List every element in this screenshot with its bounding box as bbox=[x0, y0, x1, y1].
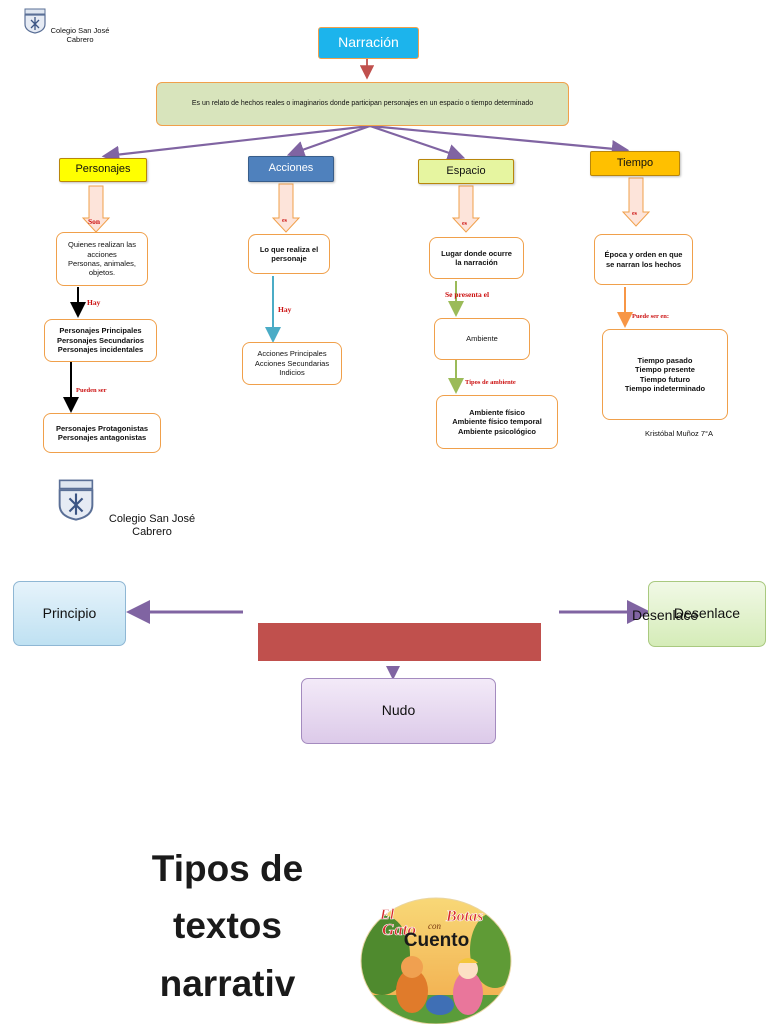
book-label: Cuento bbox=[403, 930, 470, 951]
cuento-book-image: El Gato con Botas bbox=[360, 897, 512, 1024]
category-acciones: Acciones bbox=[248, 156, 334, 182]
school-name-line1: Colegio San José bbox=[108, 513, 196, 525]
link-label-personajes-1: Hay bbox=[87, 298, 101, 307]
types-personajes: Personajes Principales Personajes Secund… bbox=[44, 319, 157, 362]
link-label-espacio-2: Tipos de ambiente bbox=[465, 379, 516, 386]
nudo-box: Nudo bbox=[301, 678, 496, 744]
center-red-bar bbox=[258, 623, 541, 661]
book-title-word-4: Botas bbox=[445, 908, 483, 925]
school-crest-icon bbox=[24, 8, 46, 34]
block-arrow-espacio bbox=[451, 185, 481, 233]
branch-arrow-tiempo bbox=[369, 124, 630, 158]
desc-personajes: Quienes realizan las acciones Personas, … bbox=[56, 232, 148, 286]
author-credit: Kristóbal Muñoz 7°A bbox=[645, 429, 714, 438]
principio-box: Principio bbox=[13, 581, 126, 646]
heading-line-1: Tipos de bbox=[151, 848, 304, 889]
category-espacio: Espacio bbox=[418, 159, 514, 184]
desenlace-overlay-label: Desenlace bbox=[632, 607, 699, 623]
types-acciones: Acciones Principales Acciones Secundaria… bbox=[242, 342, 342, 385]
link-label-personajes-2: Pueden ser bbox=[76, 387, 107, 394]
connector-label-personajes: Son bbox=[88, 217, 101, 226]
block-arrow-acciones bbox=[271, 183, 301, 233]
connector-label-espacio: es bbox=[462, 221, 467, 227]
section-heading: Tipos de textos narrativ bbox=[135, 840, 320, 1012]
heading-line-2: textos bbox=[173, 905, 282, 947]
subtypes-espacio: Ambiente físico Ambiente físico temporal… bbox=[436, 395, 558, 449]
desc-tiempo: Época y orden en que se narran los hecho… bbox=[594, 234, 693, 285]
block-arrow-tiempo bbox=[621, 177, 651, 227]
branch-arrow-espacio bbox=[369, 124, 466, 162]
concept-map-connectors bbox=[63, 59, 651, 413]
types-espacio: Ambiente bbox=[434, 318, 530, 360]
definition-box: Es un relato de hechos reales o imaginar… bbox=[156, 82, 569, 126]
book-title-word-3: con bbox=[428, 921, 441, 931]
category-tiempo: Tiempo bbox=[590, 151, 680, 176]
desc-acciones: Lo que realiza el personaje bbox=[248, 234, 330, 274]
connector-label-acciones: es bbox=[282, 218, 287, 224]
school-crest-icon bbox=[58, 479, 94, 521]
desenlace-box: Desenlace bbox=[648, 581, 766, 647]
school-name-line2: Cabrero bbox=[132, 525, 172, 538]
branch-arrow-personajes bbox=[101, 124, 371, 164]
root-node: Narración bbox=[318, 27, 419, 59]
book-title-word-1: El bbox=[379, 907, 395, 923]
school-name: Colegio San José Cabrero bbox=[100, 513, 204, 538]
connector-label-tiempo: es bbox=[632, 211, 637, 217]
school-name-line1: Colegio San José bbox=[50, 26, 110, 35]
link-label-tiempo-1: Puede ser en: bbox=[632, 313, 670, 320]
subtypes-personajes: Personajes Protagonistas Personajes anta… bbox=[43, 413, 161, 453]
school-name: Colegio San José Cabrero bbox=[50, 26, 110, 44]
link-label-acciones-1: Hay bbox=[278, 305, 292, 314]
school-name-line2: Cabrero bbox=[66, 34, 94, 44]
link-label-espacio-1: Se presenta el bbox=[445, 290, 490, 299]
heading-line-3: narrativ bbox=[159, 962, 296, 1004]
book-title-word-2: Gato bbox=[382, 920, 416, 939]
branch-arrow-acciones bbox=[286, 124, 371, 158]
desc-espacio: Lugar donde ocurre la narración bbox=[429, 237, 524, 279]
types-tiempo: Tiempo pasado Tiempo presente Tiempo fut… bbox=[602, 329, 728, 420]
category-personajes: Personajes bbox=[59, 158, 147, 182]
block-arrow-personajes bbox=[81, 185, 111, 233]
